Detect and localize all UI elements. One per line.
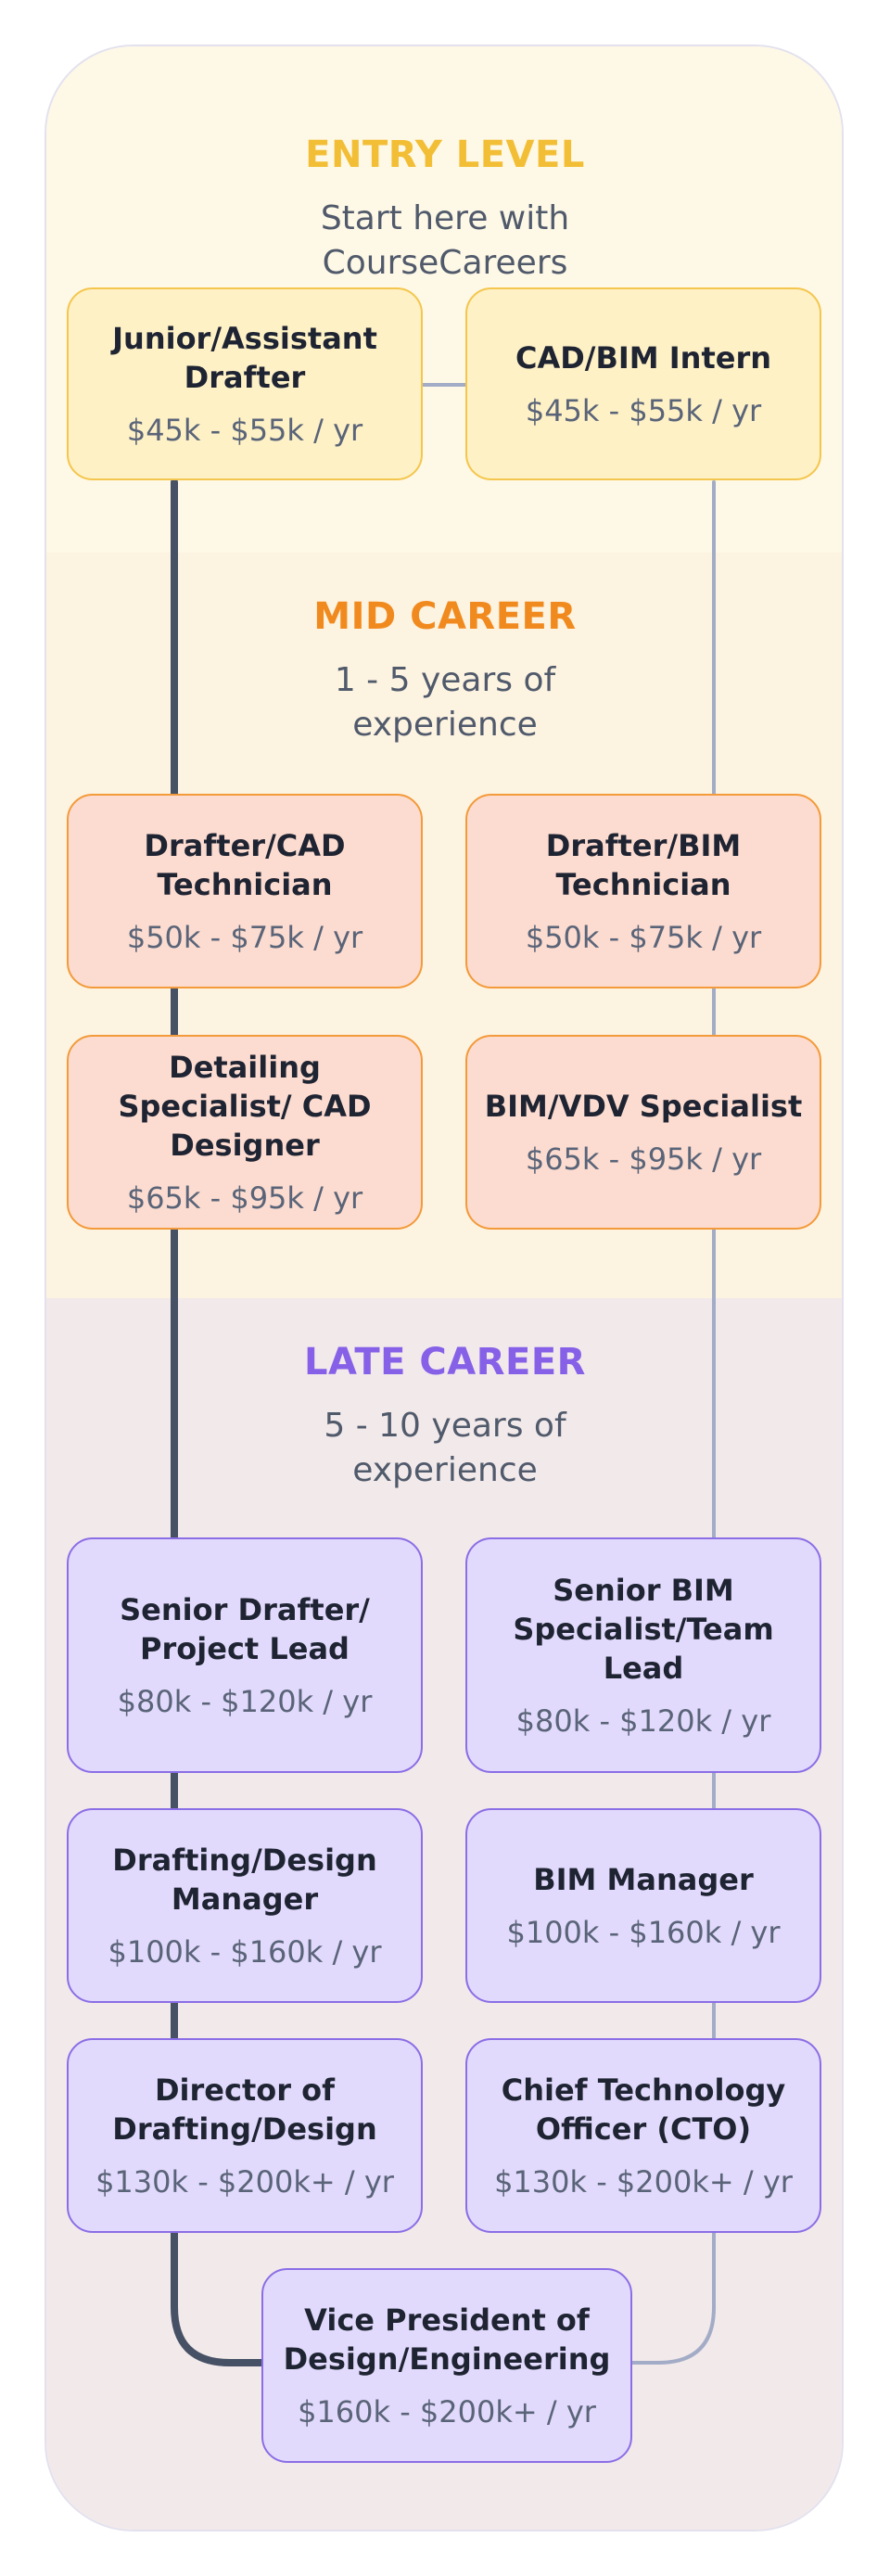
role-salary: $50k - $75k / yr — [126, 920, 363, 955]
role-card-director-drafting-design[interactable]: Director of Drafting/Design $130k - $200… — [67, 2038, 423, 2233]
role-card-senior-drafter[interactable]: Senior Drafter/ Project Lead $80k - $120… — [67, 1537, 423, 1773]
role-title: Drafting/Design Manager — [112, 1843, 377, 1917]
role-card-senior-bim-specialist[interactable]: Senior BIM Specialist/Team Lead $80k - $… — [465, 1537, 821, 1773]
role-title: Drafter/CAD Technician — [144, 828, 346, 902]
role-card-drafting-design-manager[interactable]: Drafting/Design Manager $100k - $160k / … — [67, 1808, 423, 2003]
role-card-drafter-bim-technician[interactable]: Drafter/BIM Technician $50k - $75k / yr — [465, 794, 821, 988]
role-title: Senior Drafter/ Project Lead — [120, 1592, 370, 1666]
role-title: Drafter/BIM Technician — [545, 828, 742, 902]
role-salary: $65k - $95k / yr — [126, 1180, 363, 1216]
role-card-cad-bim-intern[interactable]: CAD/BIM Intern $45k - $55k / yr — [465, 287, 821, 480]
role-salary: $45k - $55k / yr — [525, 393, 762, 428]
role-card-vp-design-engineering[interactable]: Vice President of Design/Engineering $16… — [261, 2268, 632, 2463]
role-salary: $130k - $200k+ / yr — [494, 2164, 793, 2200]
role-card-bim-manager[interactable]: BIM Manager $100k - $160k / yr — [465, 1808, 821, 2003]
role-salary: $80k - $120k / yr — [515, 1703, 771, 1739]
left-track-line — [171, 478, 265, 2366]
role-title: Director of Drafting/Design — [112, 2072, 377, 2147]
role-salary: $160k - $200k+ / yr — [298, 2394, 596, 2429]
role-card-junior-drafter[interactable]: Junior/Assistant Drafter $45k - $55k / y… — [67, 287, 423, 480]
role-salary: $65k - $95k / yr — [525, 1141, 762, 1177]
entry-level-subtitle: Start here with CourseCareers — [320, 199, 570, 282]
role-salary: $80k - $120k / yr — [117, 1684, 373, 1719]
late-career-subtitle: 5 - 10 years of experience — [324, 1407, 566, 1489]
role-title: Vice President of Design/Engineering — [283, 2302, 611, 2377]
role-title: BIM Manager — [533, 1862, 754, 1897]
role-salary: $45k - $55k / yr — [126, 413, 363, 448]
role-card-cto[interactable]: Chief Technology Officer (CTO) $130k - $… — [465, 2038, 821, 2233]
role-salary: $50k - $75k / yr — [525, 920, 762, 955]
right-track-line — [629, 480, 716, 2365]
role-title: Senior BIM Specialist/Team Lead — [513, 1573, 774, 1686]
role-title: CAD/BIM Intern — [515, 340, 772, 376]
role-salary: $100k - $160k / yr — [506, 1915, 781, 1950]
role-card-bim-vdv-specialist[interactable]: BIM/VDV Specialist $65k - $95k / yr — [465, 1035, 821, 1230]
role-title: BIM/VDV Specialist — [484, 1089, 803, 1124]
role-title: Junior/Assistant Drafter — [112, 321, 377, 395]
role-title: Detailing Specialist/ CAD Designer — [118, 1050, 372, 1163]
mid-career-subtitle: 1 - 5 years of experience — [334, 661, 556, 744]
role-salary: $100k - $160k / yr — [108, 1934, 382, 1970]
entry-level-heading: ENTRY LEVEL — [305, 134, 585, 176]
role-card-drafter-cad-technician[interactable]: Drafter/CAD Technician $50k - $75k / yr — [67, 794, 423, 988]
mid-career-heading: MID CAREER — [313, 595, 577, 638]
role-salary: $130k - $200k+ / yr — [95, 2164, 394, 2200]
late-career-heading: LATE CAREER — [304, 1341, 586, 1384]
role-title: Chief Technology Officer (CTO) — [501, 2072, 786, 2147]
role-card-detailing-specialist[interactable]: Detailing Specialist/ CAD Designer $65k … — [67, 1035, 423, 1230]
